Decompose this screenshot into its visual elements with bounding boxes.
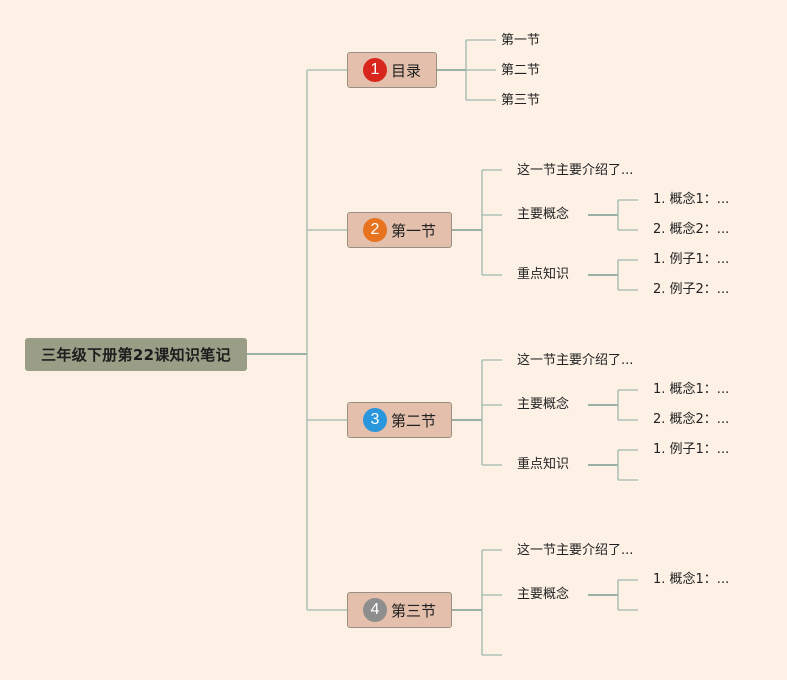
- section-4-concepts[interactable]: 主要概念: [517, 587, 570, 602]
- section-2-example-2[interactable]: 2. 例子2：...: [653, 282, 730, 297]
- section-1-topic[interactable]: 1 目录: [347, 52, 437, 88]
- section-4-label: 第三节: [390, 601, 436, 620]
- toc-item-3[interactable]: 第三节: [501, 93, 541, 108]
- section-2-concepts[interactable]: 主要概念: [517, 207, 570, 222]
- section-3-concept-1[interactable]: 1. 概念1：...: [653, 382, 730, 397]
- root-topic[interactable]: 三年级下册第22课知识笔记: [25, 338, 247, 371]
- section-2-keypoints[interactable]: 重点知识: [517, 267, 570, 282]
- section-2-label: 第一节: [390, 221, 436, 240]
- section-2-concept-2[interactable]: 2. 概念2：...: [653, 222, 730, 237]
- section-3-concepts[interactable]: 主要概念: [517, 397, 570, 412]
- section-2-concept-1[interactable]: 1. 概念1：...: [653, 192, 730, 207]
- section-4-concept-1[interactable]: 1. 概念1：...: [653, 572, 730, 587]
- section-3-concept-2[interactable]: 2. 概念2：...: [653, 412, 730, 427]
- root-title: 三年级下册第22课知识笔记: [41, 346, 231, 364]
- section-3-topic[interactable]: 3 第二节: [347, 402, 452, 438]
- section-4-topic[interactable]: 4 第三节: [347, 592, 452, 628]
- section-3-example-1[interactable]: 1. 例子1：...: [653, 442, 730, 457]
- section-4-intro[interactable]: 这一节主要介绍了...: [517, 543, 634, 558]
- section-3-label: 第二节: [390, 411, 436, 430]
- number-badge-3-icon: 3: [362, 408, 387, 432]
- section-2-topic[interactable]: 2 第一节: [347, 212, 452, 248]
- section-1-label: 目录: [390, 61, 421, 80]
- toc-item-1[interactable]: 第一节: [501, 33, 541, 48]
- section-3-keypoints[interactable]: 重点知识: [517, 457, 570, 472]
- section-2-intro[interactable]: 这一节主要介绍了...: [517, 163, 634, 178]
- number-badge-4-icon: 4: [362, 598, 387, 622]
- section-2-example-1[interactable]: 1. 例子1：...: [653, 252, 730, 267]
- toc-item-2[interactable]: 第二节: [501, 63, 541, 78]
- number-badge-2-icon: 2: [362, 218, 387, 242]
- number-badge-1-icon: 1: [362, 58, 387, 82]
- section-3-intro[interactable]: 这一节主要介绍了...: [517, 353, 634, 368]
